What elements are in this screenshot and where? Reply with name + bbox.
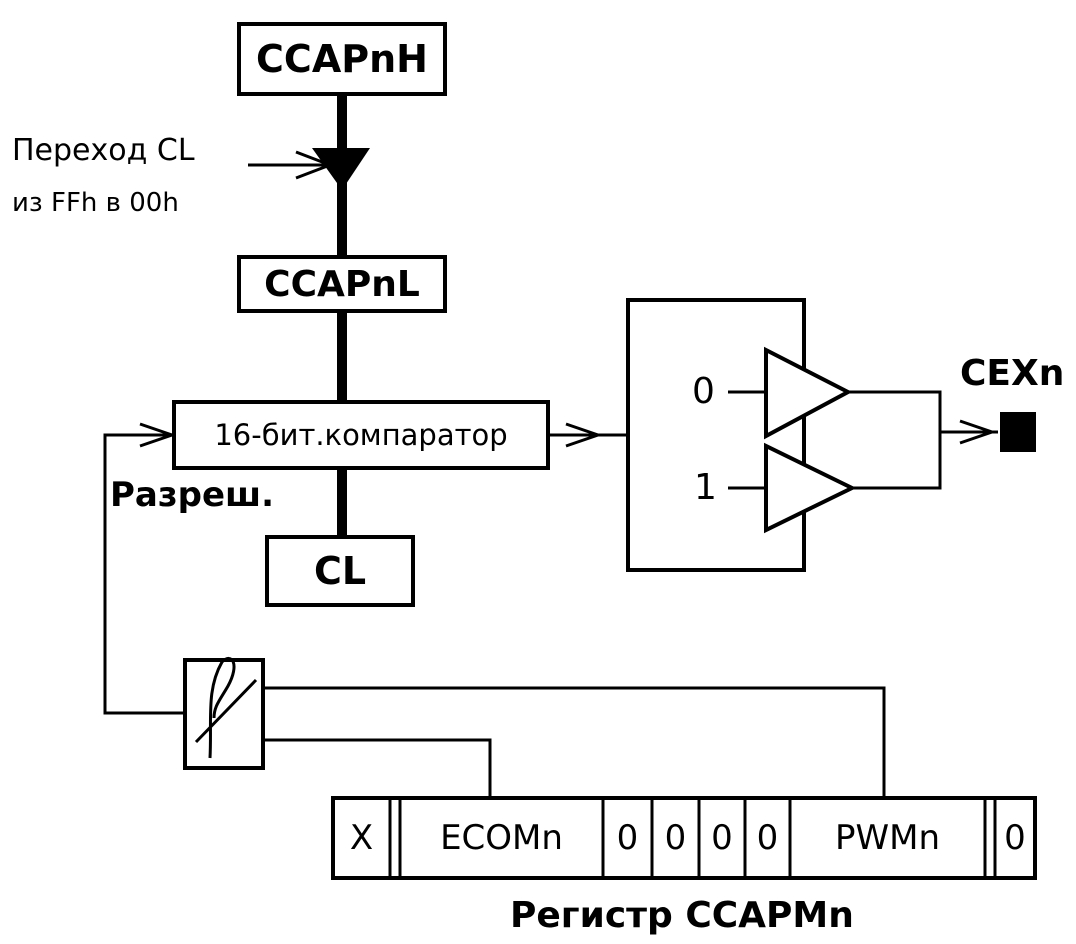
ccapnl-label: CCAPnL [264,263,420,305]
output-arrow-head [959,419,997,445]
transition-arrow-head [295,150,335,180]
comparator-output-arrow [565,422,603,448]
ccapnl-block: CCAPnL [237,255,447,313]
cl-label: CL [313,549,367,593]
and-gate-symbol [194,656,258,759]
comparator-label: 16-бит.компаратор [214,418,508,452]
register-bit-last: 0 [1004,818,1026,858]
ccapmn-register-frame [331,796,1037,880]
comparator-block: 16-бит.компаратор [172,400,550,470]
load-arrow-head [312,148,370,190]
register-bit-x: X [349,818,374,858]
register-bit-2: 0 [664,818,687,858]
ecomn-to-gate-line [263,738,492,798]
mux-input-1-label: 1 [694,467,717,508]
mux-input-0-label: 0 [692,371,715,412]
ccapnh-block: CCAPnH [237,22,447,96]
register-bit-1: 0 [711,818,733,858]
pwmn-to-gate-line [263,686,886,798]
cexn-pin-icon [1000,412,1036,452]
transition-label-line1: Переход CL [12,133,195,168]
transition-label-line2: из FFh в 00h [12,188,179,218]
cl-block: CL [265,535,415,607]
register-bit-pwmn: PWMn [834,818,940,858]
buffer-0-triangle [764,346,853,440]
enable-label: Разреш. [110,475,275,515]
buffer-1-triangle [764,442,857,534]
register-bit-3: 0 [616,818,639,858]
mux-output-bus [848,390,942,490]
output-multiplexer [626,298,806,572]
register-title: Регистр CCAPMn [510,895,854,936]
enable-loop-line [103,433,185,715]
register-bit-ecomn: ECOMn [440,818,563,858]
ccapnh-label: CCAPnH [256,37,428,81]
register-bit-0: 0 [756,818,779,858]
output-pin-label: CEXn [960,353,1065,394]
